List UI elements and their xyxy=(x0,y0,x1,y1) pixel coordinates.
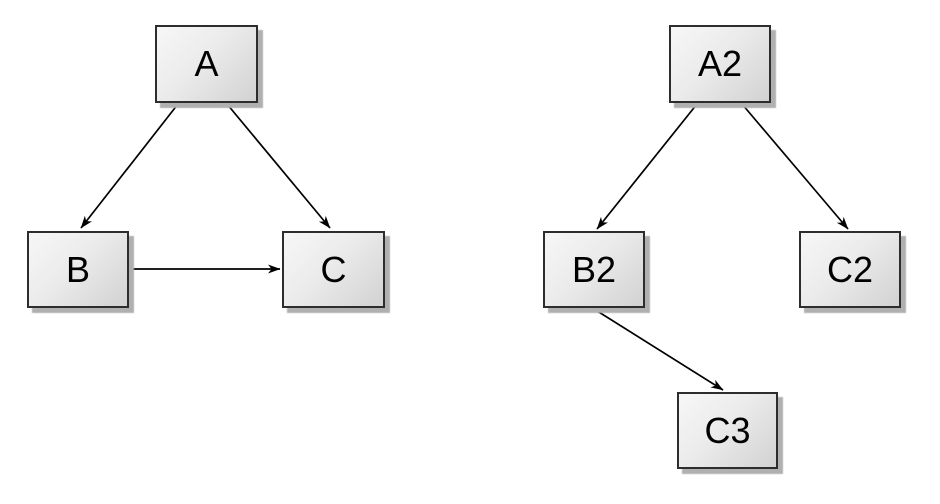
node-C[interactable]: C xyxy=(282,231,385,308)
node-label: A2 xyxy=(697,43,743,84)
node-label: B2 xyxy=(571,248,617,290)
edge-A-B[interactable] xyxy=(80,103,179,229)
node-label: C xyxy=(320,248,347,290)
node-label: C2 xyxy=(826,248,874,290)
node-label: B xyxy=(65,248,90,290)
node-label: C3 xyxy=(704,409,751,451)
node-A[interactable]: A xyxy=(155,25,258,103)
edge-A2-C2[interactable] xyxy=(741,103,849,230)
node-C3[interactable]: C3 xyxy=(677,392,778,469)
node-B2[interactable]: B2 xyxy=(543,231,645,308)
edge-B2-C3[interactable] xyxy=(593,308,724,391)
node-A2[interactable]: A2 xyxy=(669,25,771,103)
edge-A2-B2[interactable] xyxy=(596,103,698,230)
node-B[interactable]: B xyxy=(27,231,129,308)
node-C2[interactable]: C2 xyxy=(799,231,901,308)
edge-A-C[interactable] xyxy=(226,103,331,229)
node-label: A xyxy=(194,43,219,84)
